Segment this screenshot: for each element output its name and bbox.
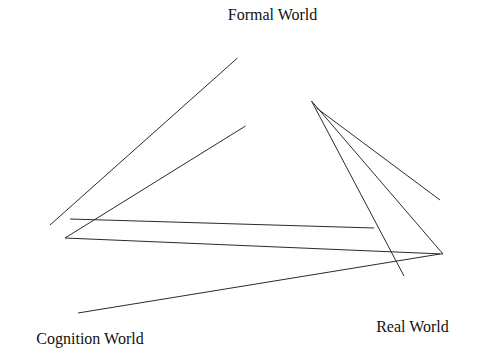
- globe-sphere: [42, 218, 138, 314]
- anchor-dot: [430, 244, 456, 264]
- world-label: Real World: [350, 318, 475, 336]
- continents: [376, 209, 454, 284]
- world-label: Cognition World: [10, 330, 170, 348]
- world-label: Formal World: [200, 6, 345, 24]
- globe-shadow: [368, 197, 470, 299]
- globe-sphere: [225, 40, 321, 136]
- world-globe-node: Real World: [350, 190, 475, 340]
- connector-line: [312, 101, 444, 254]
- connector-line: [317, 108, 441, 200]
- connector-line: [312, 101, 405, 276]
- globe-illustration: [217, 32, 329, 144]
- connector-line: [65, 126, 246, 238]
- connector-line: [70, 219, 374, 228]
- world-globe-node: Cognition World: [10, 210, 170, 350]
- connector-line: [50, 58, 238, 225]
- connector-line: [78, 254, 440, 313]
- globe-illustration: [34, 210, 146, 322]
- world-globe-node: Formal World: [200, 2, 345, 147]
- globe-shadow: [40, 217, 142, 319]
- continents: [48, 229, 126, 304]
- anchor-dot: [299, 91, 325, 111]
- connector-line: [65, 238, 443, 254]
- globe-illustration: [362, 190, 474, 302]
- anchor-dot: [52, 228, 78, 248]
- continents: [231, 51, 309, 126]
- globe-sphere: [370, 198, 466, 294]
- globe-shadow: [223, 39, 325, 141]
